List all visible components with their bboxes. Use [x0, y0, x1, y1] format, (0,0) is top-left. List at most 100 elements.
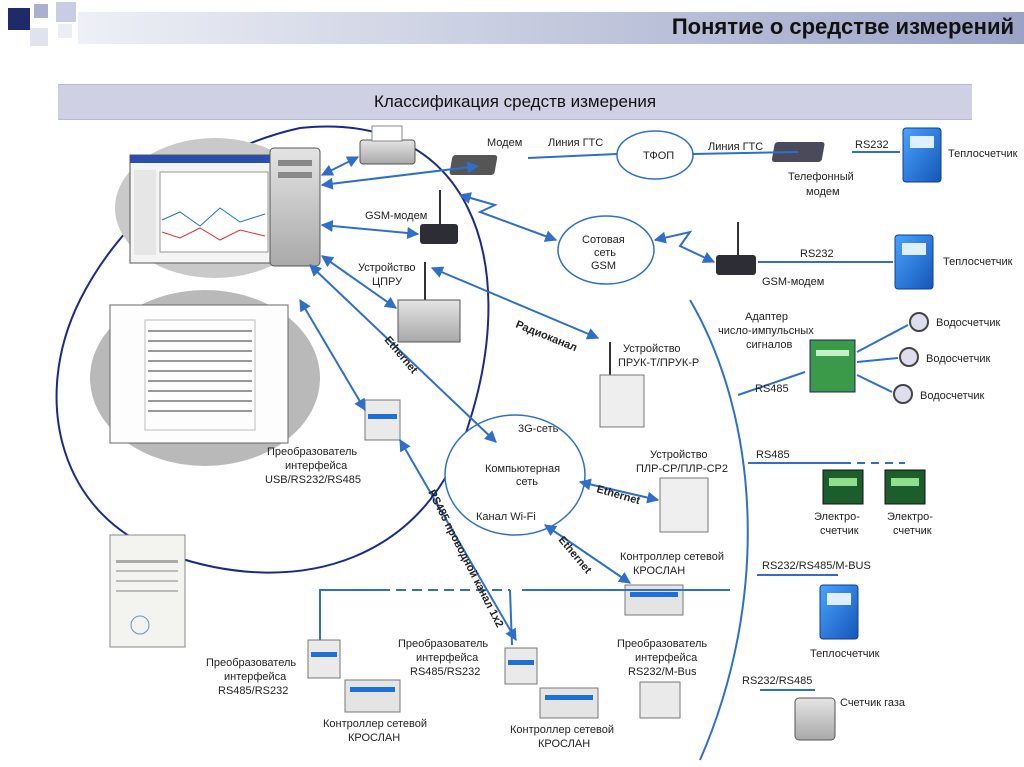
label-electro-meter: Электро- [814, 511, 860, 523]
link-line [309, 264, 497, 443]
converter-icon [307, 639, 341, 679]
link-line [319, 589, 380, 640]
label-adapter: сигналов [746, 339, 793, 351]
link-line [653, 230, 716, 263]
link-line [856, 374, 893, 393]
label-controller: Контроллер сетевой [510, 724, 614, 736]
label-rs232: RS232 [800, 248, 834, 260]
link-line [856, 324, 909, 353]
gas-meter-icon [794, 697, 836, 741]
label-cellular: Сотовая [582, 234, 625, 246]
controller-icon [539, 687, 599, 719]
label-adapter: число-импульсных [718, 325, 814, 337]
electro-meter-icon [822, 469, 864, 505]
label-phone-modem: Телефонный [788, 171, 854, 183]
label-line-gts: Линия ГТС [548, 137, 603, 149]
label-cellular: сеть [594, 247, 616, 259]
label-controller: Контроллер сетевой [323, 718, 427, 730]
label-water-meter: Водосчетчик [926, 353, 991, 365]
label-converter: интерфейса [416, 652, 479, 664]
label-phone-modem: модем [806, 186, 840, 198]
bus-arc [689, 299, 749, 761]
computer-icon [129, 147, 321, 267]
label-rs485: RS485 [756, 449, 790, 461]
heat-meter-icon [819, 584, 859, 640]
label-water-meter: Водосчетчик [920, 390, 985, 402]
label-cpru: Устройство [358, 262, 416, 274]
label-converter: интерфейса [224, 671, 287, 683]
certificate-icon [109, 534, 186, 648]
adapter-icon [809, 339, 856, 393]
link-line [737, 371, 806, 396]
report-document-icon [109, 304, 289, 444]
label-wifi: Канал Wi-Fi [476, 511, 536, 523]
decor-square [8, 8, 30, 30]
label-converter-usb: Преобразователь [267, 446, 357, 458]
decor-square [58, 24, 72, 38]
label-cellular: GSM [591, 260, 616, 272]
label-gsm-modem: GSM-модем [762, 276, 824, 288]
label-heat-meter: Теплосчетчик [810, 648, 880, 660]
pruk-device-icon [599, 342, 645, 428]
label-controller: Контроллер сетевой [620, 551, 724, 563]
label-pruk: Устройство [623, 343, 681, 355]
network-loop [55, 125, 490, 574]
controller-icon [344, 679, 401, 713]
link-line [320, 220, 420, 239]
water-meter-icon [899, 347, 919, 367]
label-rs-mbus: RS232/RS485/M-BUS [762, 560, 871, 572]
water-meter-icon [893, 384, 913, 404]
label-rs232-rs485: RS232/RS485 [742, 675, 812, 687]
label-plr: ПЛР-СР/ПЛР-СР2 [636, 463, 728, 475]
label-heat-meter: Теплосчетчик [948, 148, 1018, 160]
water-meter-icon [909, 312, 929, 332]
label-converter: Преобразователь [398, 638, 488, 650]
section-subtitle: Классификация средств измерения [373, 92, 657, 111]
label-rs232: RS232 [855, 139, 889, 151]
label-pruk: ПРУК-Т/ПРУК-Р [618, 357, 699, 369]
label-controller: КРОСЛАН [538, 738, 590, 750]
link-line [544, 524, 631, 584]
title-bar [78, 12, 1024, 44]
gsm-modem-icon [420, 190, 458, 244]
link-line [578, 478, 660, 504]
label-electro-meter: Электро- [887, 511, 933, 523]
link-line [509, 589, 513, 646]
label-heat-meter: Теплосчетчик [943, 256, 1013, 268]
label-cpru: ЦПРУ [372, 276, 403, 288]
label-3g: 3G-сеть [518, 423, 559, 435]
decor-square [30, 28, 48, 46]
converter-icon [639, 681, 681, 719]
label-ethernet: Ethernet [595, 483, 642, 507]
gsm-modem-icon [716, 222, 756, 275]
converter-icon [364, 399, 401, 441]
heat-meter-icon [902, 127, 942, 183]
electro-meter-icon [884, 469, 926, 505]
label-converter: RS485/RS232 [410, 666, 480, 678]
label-adapter: Адаптер [745, 311, 788, 323]
subtitle-bar: Классификация средств измерения [58, 84, 972, 120]
converter-icon [504, 647, 538, 685]
link-line [320, 161, 480, 190]
label-converter-usb: USB/RS232/RS485 [265, 474, 361, 486]
link-line [527, 153, 618, 159]
label-line-gts: Линия ГТС [708, 141, 763, 153]
phone-modem-icon [771, 142, 825, 162]
modem-icon [449, 155, 498, 175]
label-electro-meter: счетчик [893, 525, 932, 537]
label-radio: Радиоканал [514, 319, 579, 355]
cpru-device-icon [397, 262, 461, 343]
decor-square [34, 4, 48, 18]
label-converter: Преобразователь [206, 657, 296, 669]
link-line [458, 192, 558, 242]
label-tfop: ТФОП [643, 150, 674, 162]
label-rs485: RS485 [755, 383, 789, 395]
decor-square [56, 2, 76, 22]
label-converter: интерфейса [635, 652, 698, 664]
label-water-meter: Водосчетчик [936, 317, 1001, 329]
label-gas-meter: Счетчик газа [840, 697, 906, 709]
link-line [320, 156, 360, 176]
label-controller: КРОСЛАН [348, 732, 400, 744]
label-modem: Модем [487, 137, 522, 149]
